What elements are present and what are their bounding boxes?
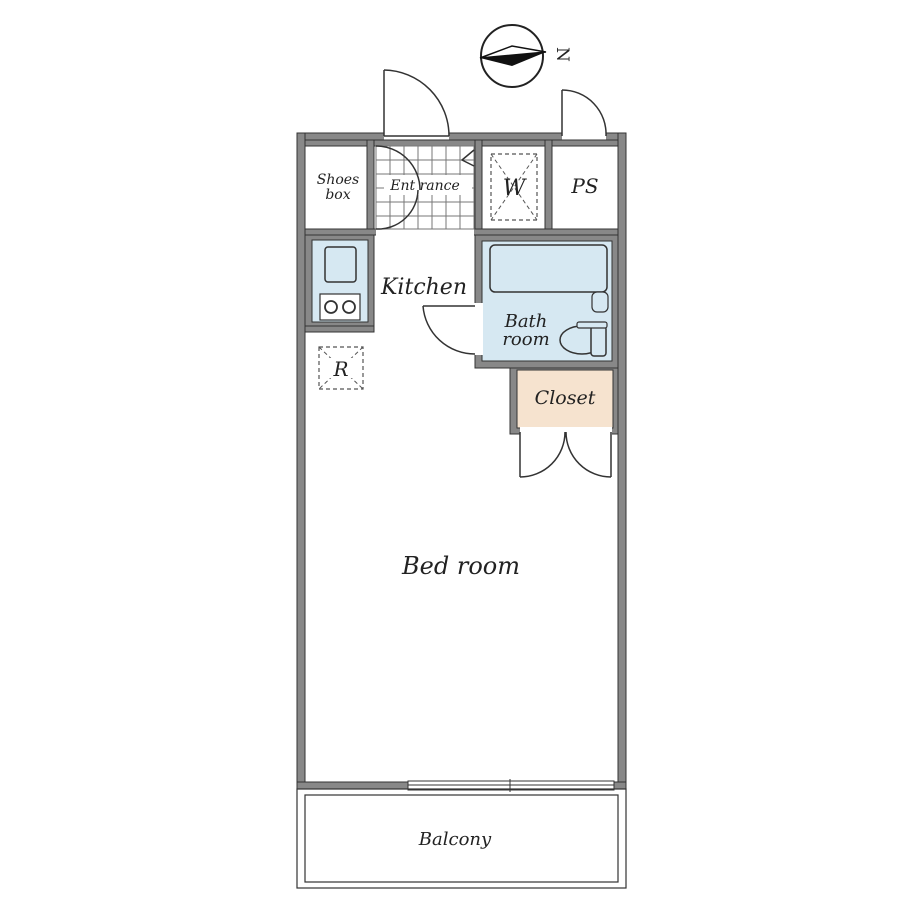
washer-space	[490, 153, 538, 221]
north-label: N	[552, 47, 572, 62]
balcony-label: Balcony	[418, 829, 492, 850]
bedroom-window	[407, 779, 615, 792]
compass-needle	[480, 52, 546, 66]
bath-room-label: room	[502, 329, 549, 350]
bath-room-label: Bath	[504, 311, 548, 332]
kitchen-counter	[304, 234, 375, 333]
balcony	[296, 788, 627, 889]
shoes-box-label: box	[325, 187, 350, 203]
entrance-door	[383, 69, 450, 137]
closet	[509, 367, 619, 435]
entrance-label: Ent rance	[389, 178, 460, 194]
washer-label: W	[503, 176, 528, 201]
bathtub	[489, 244, 608, 293]
bedroom-label: Bed room	[401, 552, 520, 580]
stove-burner-icon	[324, 300, 338, 314]
compass-needle-light	[479, 45, 547, 59]
entrance-tiles	[375, 145, 475, 230]
closet-doors	[519, 431, 612, 478]
shoes-box-label: Shoes	[317, 172, 360, 188]
compass: N	[479, 24, 572, 88]
service-row-walls	[304, 139, 619, 237]
stove-burner-icon	[342, 300, 356, 314]
entrance-inner-door	[375, 145, 475, 230]
bath-room	[474, 234, 619, 369]
refrigerator-label: R	[332, 357, 348, 381]
refrigerator-space	[318, 346, 364, 390]
closet-label: Closet	[535, 387, 596, 409]
ps-door	[561, 89, 607, 137]
ps-label: PS	[570, 174, 598, 198]
kitchen-label: Kitchen	[380, 275, 467, 300]
bath-door	[422, 305, 476, 355]
